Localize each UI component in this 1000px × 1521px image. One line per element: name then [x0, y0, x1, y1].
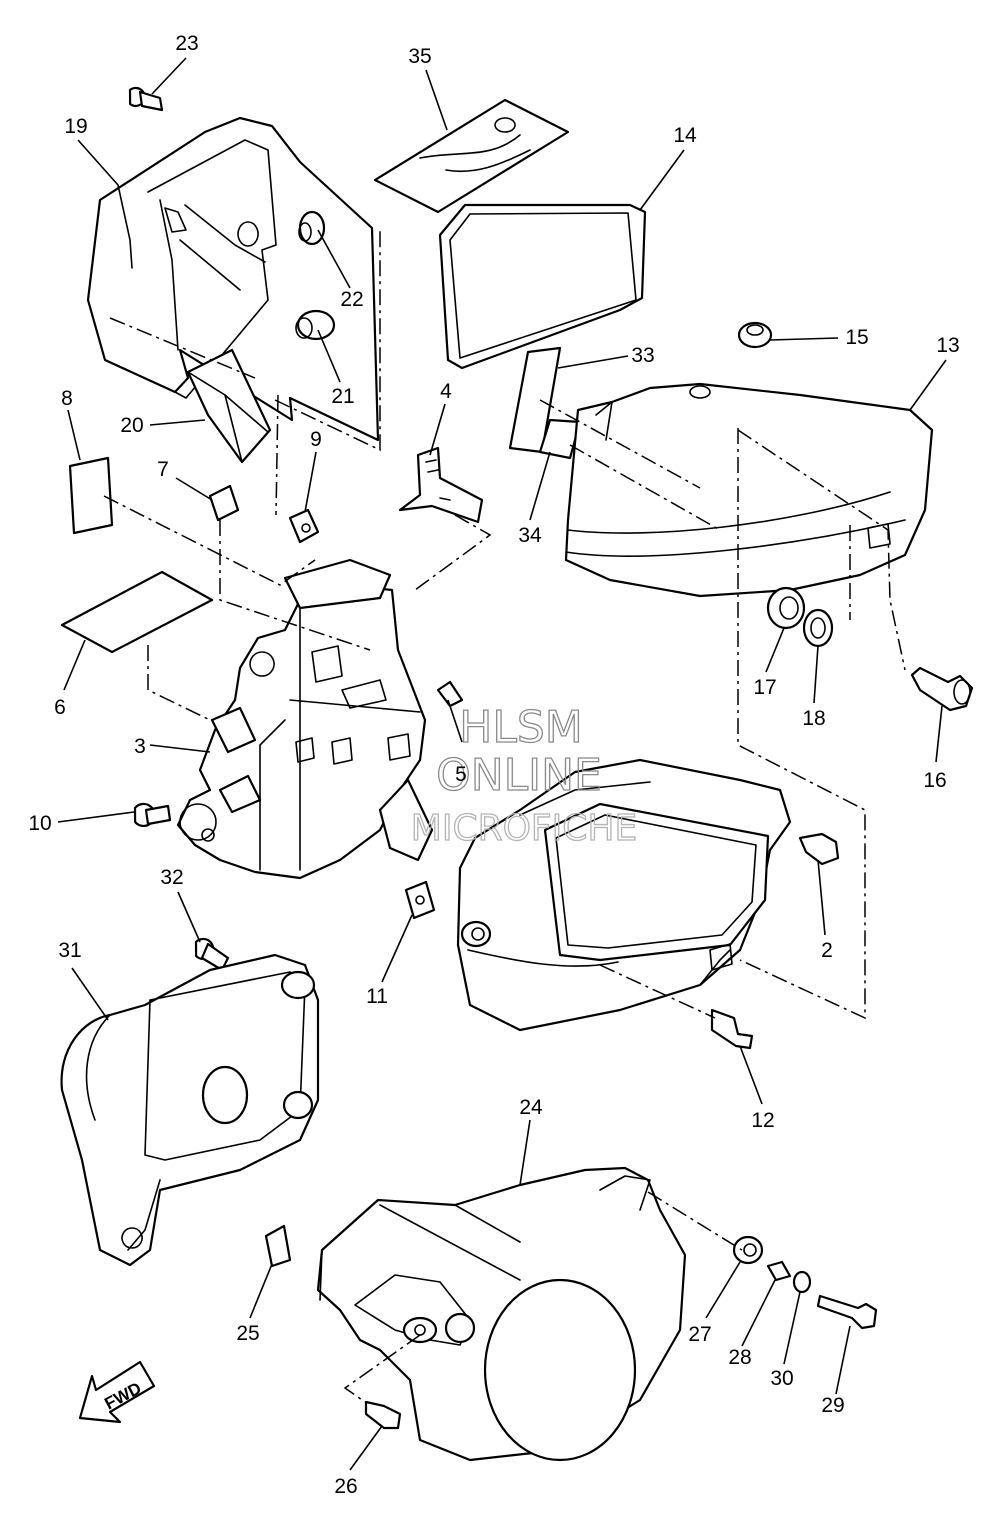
callout-11: 11 — [366, 985, 388, 1008]
tank-cover-part-13 — [564, 382, 934, 598]
callout-30: 30 — [770, 1367, 793, 1390]
callout-22: 22 — [340, 288, 363, 311]
nut-part-17 — [766, 586, 806, 630]
grommet-part-15 — [737, 321, 773, 349]
callout-5: 5 — [455, 763, 467, 786]
air-box-part-1 — [456, 758, 792, 1032]
pin-part-5 — [436, 680, 464, 708]
callout-26: 26 — [334, 1475, 357, 1498]
pad-part-7 — [208, 484, 240, 522]
bolt-part-29 — [816, 1294, 878, 1330]
watermark-line-2: ONLINE — [436, 750, 602, 801]
lock-part-16 — [910, 666, 974, 712]
callout-8: 8 — [61, 387, 73, 410]
washer-part-30 — [792, 1270, 812, 1294]
callout-labels: 23 19 35 14 22 21 20 8 7 9 4 33 15 13 34… — [28, 32, 959, 1498]
callout-10: 10 — [28, 812, 51, 835]
callout-16: 16 — [923, 769, 946, 792]
callout-31: 31 — [58, 939, 81, 962]
callout-3: 3 — [134, 735, 146, 758]
pad-part-35 — [373, 98, 570, 214]
housing-part-24 — [316, 1166, 687, 1462]
callout-19: 19 — [64, 115, 87, 138]
callout-7: 7 — [157, 458, 169, 481]
leader-lines — [57, 57, 947, 1471]
callout-13: 13 — [936, 334, 959, 357]
callout-23: 23 — [175, 32, 198, 55]
pad-part-33 — [508, 346, 562, 454]
bolt-part-23 — [128, 86, 164, 112]
callout-34: 34 — [518, 524, 542, 547]
bolt-part-32 — [194, 937, 230, 972]
bushing-part-18 — [802, 608, 834, 648]
bolt-part-26 — [364, 1400, 402, 1430]
rear-cover-part-31 — [60, 953, 320, 1267]
watermark: HLSM ONLINE MICROFICHE — [410, 701, 638, 849]
callout-24: 24 — [519, 1096, 543, 1119]
callout-27: 27 — [688, 1323, 711, 1346]
clamp-part-25 — [264, 1224, 292, 1268]
block-part-20 — [186, 348, 272, 464]
battery-box-part-3 — [176, 558, 434, 880]
panel-part-14 — [438, 203, 647, 370]
clip-part-11 — [404, 880, 436, 920]
callout-18: 18 — [802, 707, 825, 730]
watermark-line-3: MICROFICHE — [411, 808, 637, 849]
callout-6: 6 — [54, 696, 66, 719]
bolt-part-2 — [798, 832, 840, 866]
plate-part-6 — [60, 570, 214, 654]
callout-20: 20 — [120, 414, 143, 437]
callout-4: 4 — [440, 380, 452, 403]
callout-15: 15 — [845, 326, 868, 349]
clip-part-9 — [288, 508, 320, 544]
forward-direction-arrow: FWD — [78, 1360, 156, 1424]
grommet-part-22 — [298, 210, 326, 246]
callout-2: 2 — [821, 939, 833, 962]
callout-25: 25 — [236, 1322, 259, 1345]
bushing-part-27 — [732, 1235, 764, 1265]
callout-29: 29 — [821, 1394, 844, 1417]
watermark-line-1: HLSM — [459, 702, 583, 753]
grommet-part-21 — [295, 309, 336, 341]
collar-part-28 — [766, 1260, 792, 1282]
callout-17: 17 — [753, 676, 776, 699]
pad-part-8 — [68, 456, 114, 535]
callout-14: 14 — [673, 124, 697, 147]
bolt-part-10 — [133, 802, 172, 827]
bolt-part-12 — [710, 1008, 754, 1050]
assembly-guide-lines — [103, 228, 906, 1403]
callout-33: 33 — [631, 344, 654, 367]
callout-9: 9 — [310, 428, 322, 451]
callout-21: 21 — [331, 385, 354, 408]
callout-12: 12 — [751, 1109, 774, 1132]
bracket-part-4 — [398, 446, 484, 524]
callout-32: 32 — [160, 866, 183, 889]
callout-35: 35 — [408, 45, 431, 68]
callout-28: 28 — [728, 1346, 751, 1369]
